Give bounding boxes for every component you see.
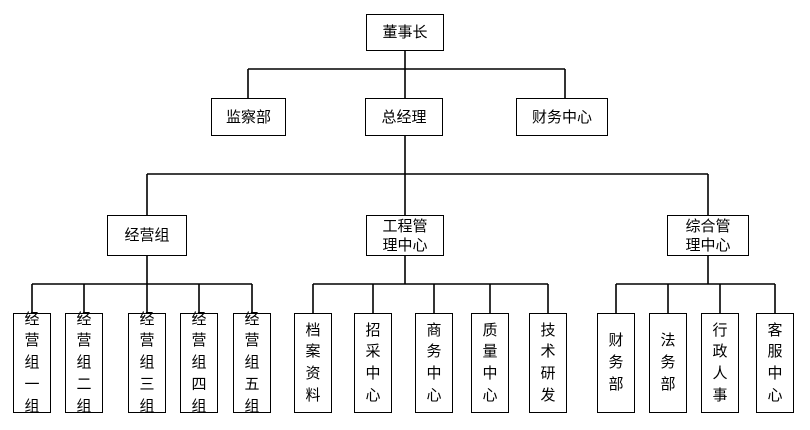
- char: 务: [608, 353, 624, 372]
- char: 部: [608, 374, 624, 393]
- char: 档: [305, 320, 321, 339]
- char: 中: [482, 364, 498, 382]
- char: 中: [365, 364, 381, 382]
- node-operations-group: 经营组: [107, 215, 187, 256]
- char: 营: [139, 331, 155, 350]
- char: 营: [244, 331, 260, 350]
- char: 营: [24, 331, 40, 350]
- char: 经: [191, 309, 207, 328]
- char: 量: [482, 342, 498, 361]
- node-general-manager: 总经理: [365, 98, 443, 136]
- char: 商: [426, 320, 442, 339]
- char: 组: [191, 353, 207, 372]
- node-chairman: 董事长: [366, 14, 444, 51]
- char: 组: [244, 396, 260, 415]
- char: 客: [767, 320, 783, 339]
- node-supervision-dept: 监察部: [211, 98, 286, 136]
- char: 心: [426, 385, 442, 404]
- char: 术: [540, 342, 556, 361]
- node-legal-dept: 法 务 部: [649, 313, 687, 413]
- node-ops-group-4: 经 营 组 四 组: [180, 310, 218, 415]
- node-ops-group-5: 经 营 组 五 组: [233, 310, 271, 415]
- node-finance-dept: 财 务 部: [597, 313, 635, 413]
- node-business-center: 商 务 中 心: [415, 313, 453, 413]
- node-label-line: 理中心: [685, 235, 731, 254]
- node-admin-hr: 行 政 人 事: [701, 313, 739, 413]
- node-ops-group-3: 经 营 组 三 组: [128, 310, 166, 415]
- node-archives: 档 案 资 料: [294, 313, 332, 413]
- char: 经: [24, 309, 40, 328]
- char: 案: [305, 342, 321, 361]
- char: 心: [767, 385, 783, 404]
- node-ops-group-2: 经 营 组 二 组: [65, 310, 103, 415]
- char: 部: [660, 374, 676, 393]
- char: 组: [24, 396, 40, 415]
- node-label: 总经理: [381, 107, 427, 126]
- char: 组: [191, 396, 207, 415]
- char: 组: [76, 396, 92, 415]
- node-tech-rd: 技 术 研 发: [529, 313, 567, 413]
- node-label: 经营组: [124, 226, 170, 245]
- node-label: 监察部: [225, 107, 271, 126]
- char: 务: [426, 342, 442, 361]
- node-procurement-center: 招 采 中 心: [354, 313, 392, 413]
- char: 一: [24, 374, 40, 393]
- char: 二: [76, 374, 92, 393]
- char: 心: [365, 385, 381, 404]
- char: 组: [139, 353, 155, 372]
- char: 组: [76, 353, 92, 372]
- char: 事: [712, 385, 728, 404]
- char: 财: [608, 331, 624, 350]
- char: 服: [767, 342, 783, 361]
- node-label-line: 综合管: [685, 216, 731, 235]
- char: 招: [365, 320, 381, 339]
- char: 采: [365, 342, 381, 361]
- char: 法: [660, 331, 676, 350]
- node-finance-center: 财务中心: [516, 98, 608, 136]
- char: 四: [191, 374, 207, 393]
- char: 政: [712, 342, 728, 361]
- char: 中: [767, 364, 783, 382]
- char: 料: [305, 385, 321, 404]
- char: 经: [244, 309, 260, 328]
- node-label-line: 工程管: [382, 216, 428, 235]
- node-label-line: 理中心: [382, 235, 428, 254]
- char: 组: [139, 396, 155, 415]
- char: 发: [540, 385, 556, 404]
- char: 组: [24, 353, 40, 372]
- char: 务: [660, 353, 676, 372]
- char: 组: [244, 353, 260, 372]
- char: 质: [482, 320, 498, 339]
- char: 资: [305, 364, 321, 382]
- char: 技: [540, 320, 556, 339]
- char: 研: [540, 364, 556, 382]
- node-customer-service: 客 服 中 心: [756, 313, 794, 413]
- char: 营: [191, 331, 207, 350]
- char: 心: [482, 385, 498, 404]
- char: 行: [712, 320, 728, 339]
- node-quality-center: 质 量 中 心: [471, 313, 509, 413]
- node-label: 财务中心: [531, 107, 592, 126]
- char: 营: [76, 331, 92, 350]
- node-chairman-label: 董事长: [382, 23, 428, 42]
- node-engineering-center: 工程管 理中心: [366, 215, 444, 256]
- char: 五: [244, 374, 260, 393]
- char: 中: [426, 364, 442, 382]
- char: 经: [76, 309, 92, 328]
- node-general-admin-center: 综合管 理中心: [667, 215, 749, 256]
- char: 经: [139, 309, 155, 328]
- node-ops-group-1: 经 营 组 一 组: [13, 310, 51, 415]
- char: 人: [712, 364, 728, 382]
- char: 三: [139, 374, 155, 393]
